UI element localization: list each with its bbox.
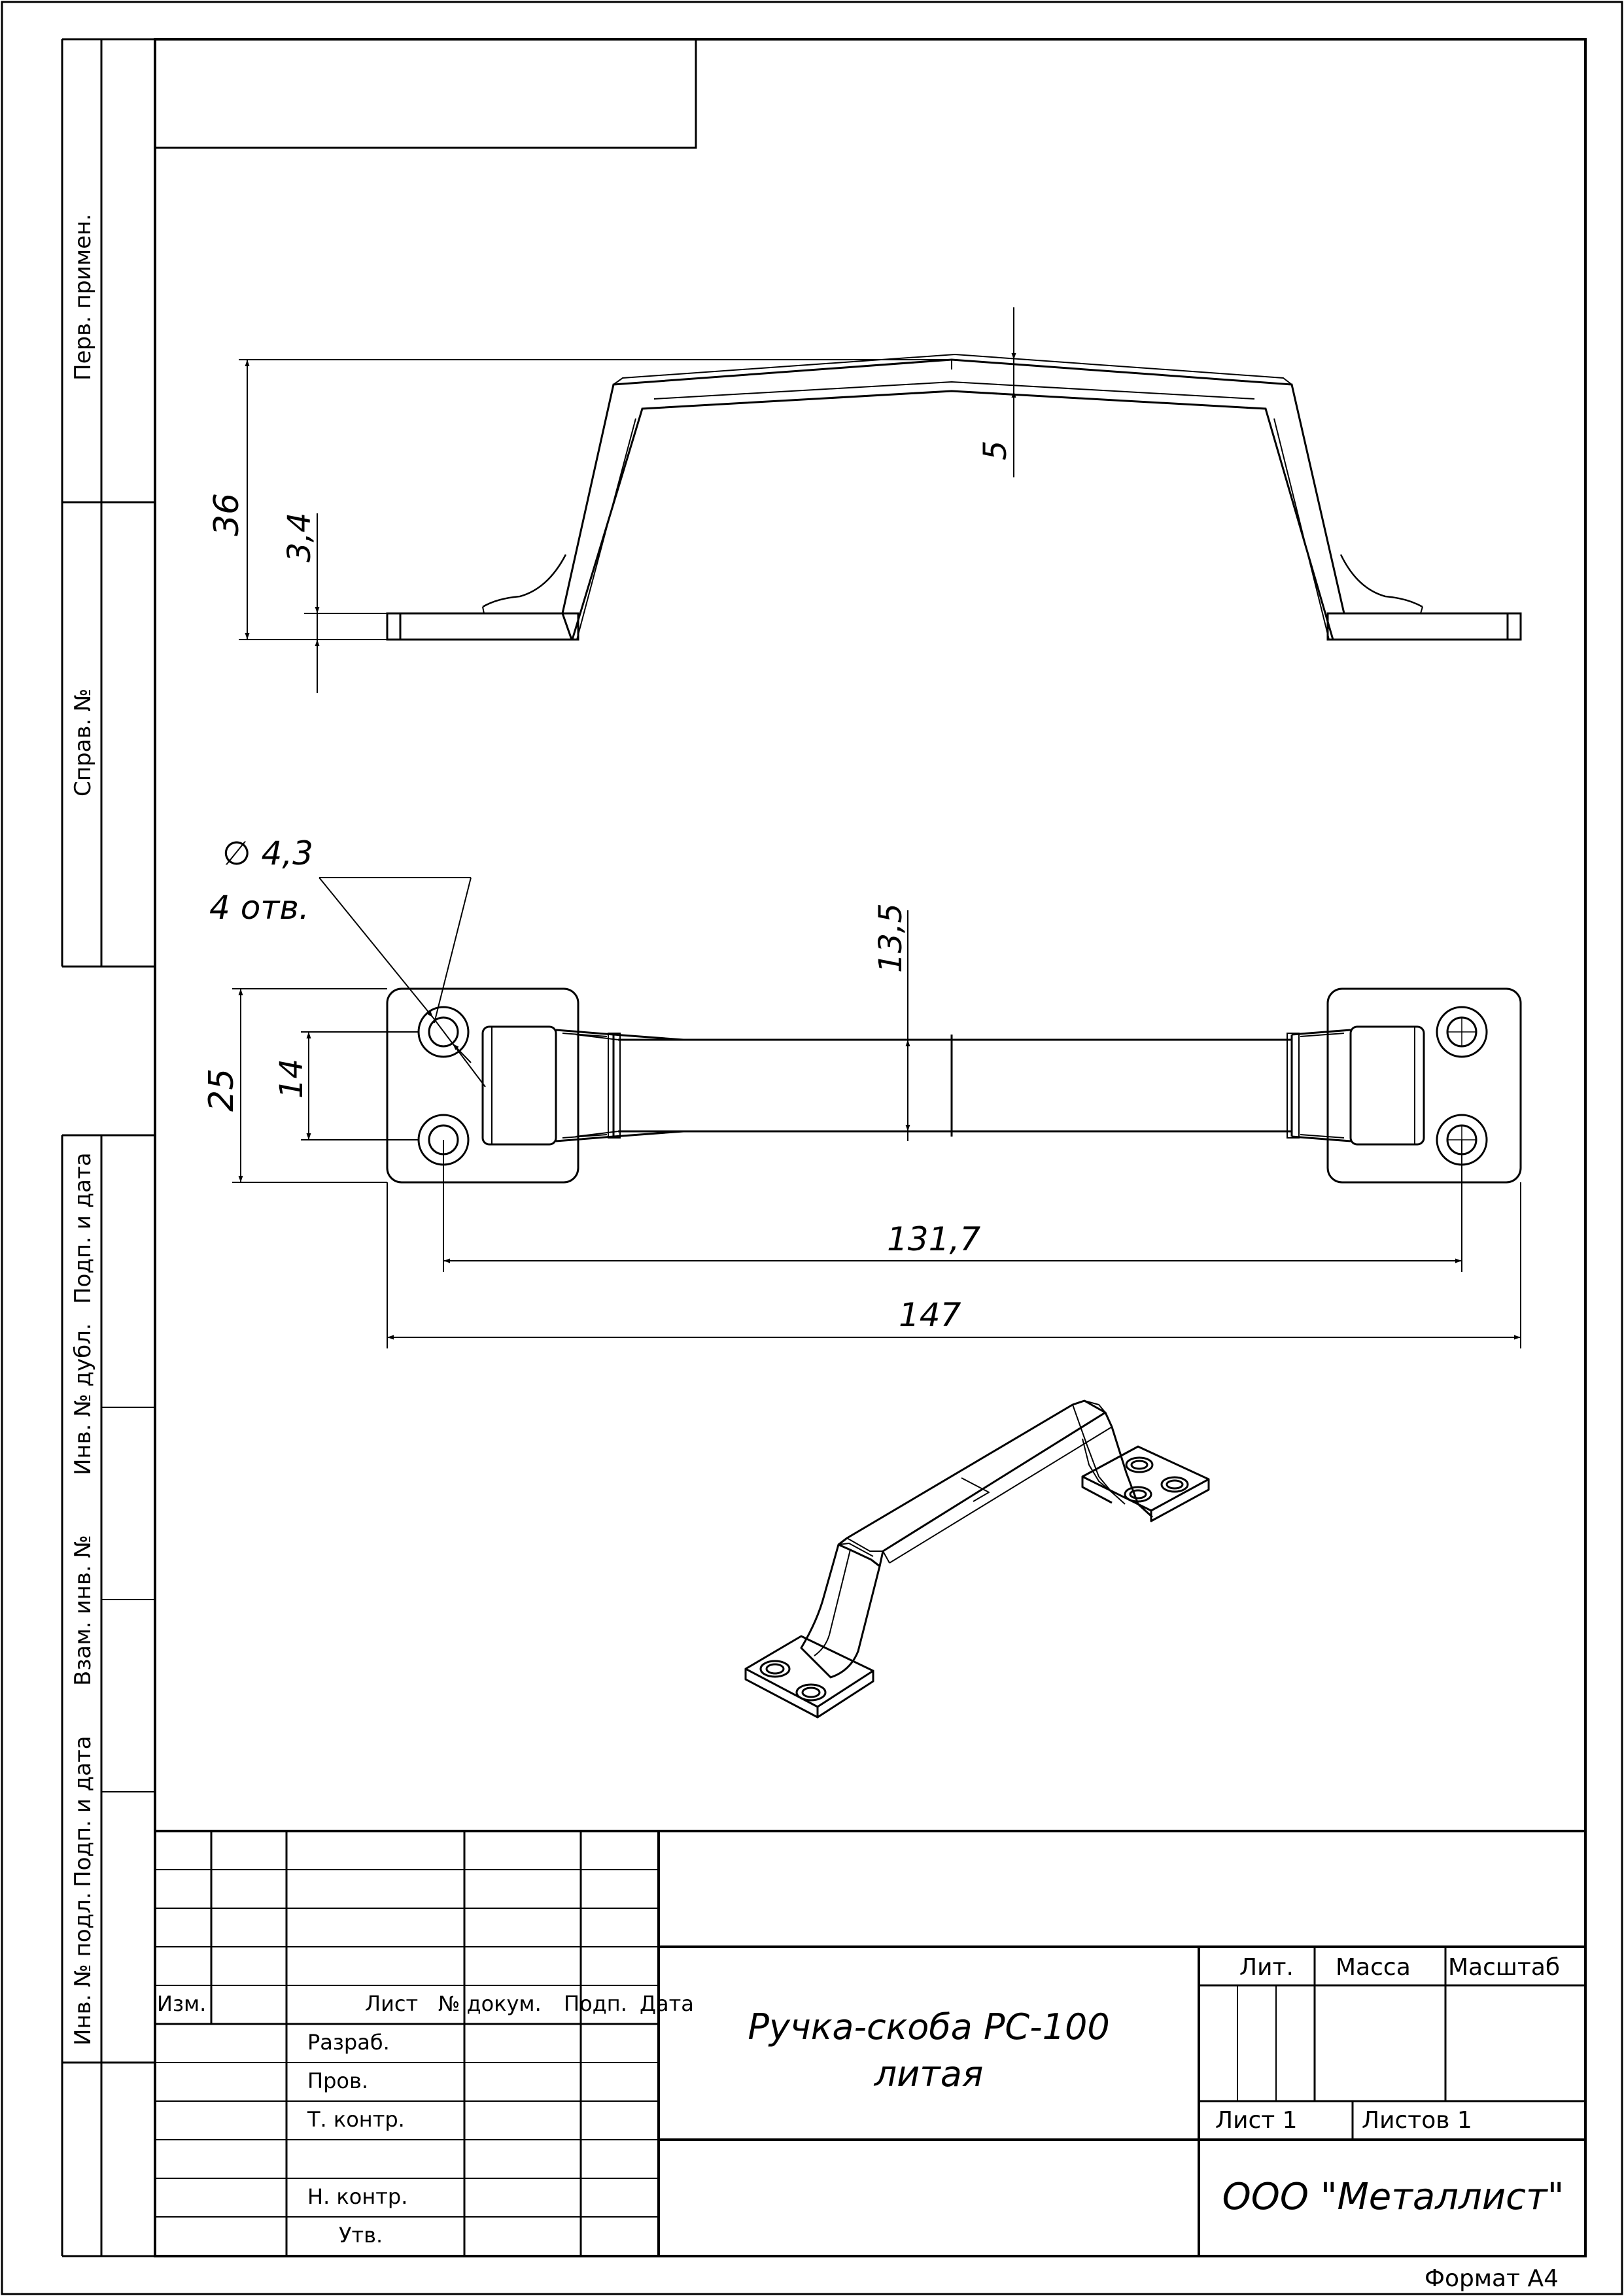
strip-podp-data-2: Подп. и дата [70, 1736, 96, 1887]
front-view-dimensions: 36 3,4 5 [207, 307, 1016, 693]
dim-height-36: 36 [207, 493, 247, 536]
dim-thickness-3-4: 3,4 [281, 513, 318, 562]
tb-massa: Масса [1336, 1954, 1411, 1981]
front-view [386, 353, 1522, 641]
top-view [386, 987, 1522, 1184]
strip-perv-primen: Перв. примен. [70, 214, 96, 381]
dim-base-width: 25 [202, 1069, 241, 1112]
tb-utv: Утв. [339, 2223, 383, 2248]
tb-t-kontr: Т. контр. [307, 2107, 405, 2132]
dim-bar-width: 13,5 [872, 903, 909, 973]
format-label: Формат А4 [1425, 2265, 1559, 2292]
tb-razrab: Разраб. [307, 2030, 390, 2055]
dim-hole-count: 4 отв. [209, 889, 309, 927]
tb-sheet: Лист 1 [1215, 2107, 1298, 2134]
dim-bar-5: 5 [977, 440, 1014, 460]
strip-inv-no-dubl: Инв. № дубл. [70, 1323, 96, 1475]
tb-n-kontr: Н. контр. [307, 2184, 407, 2209]
title-block: Изм. Лист № докум. Подп. Дата Разраб. Пр… [155, 1830, 1585, 2256]
strip-sprav-no: Справ. № [70, 689, 96, 797]
tb-prov: Пров. [307, 2068, 368, 2093]
dim-hole-centers: 131,7 [887, 1220, 980, 1258]
isometric-view [744, 1399, 1210, 1719]
tb-col-podp: Подп. [564, 1991, 627, 2016]
dim-hole-spacing: 14 [273, 1059, 310, 1099]
tb-company: ООО "Металлист" [1222, 2176, 1564, 2218]
top-view-dimensions: ∅ 4,3 4 отв. 13,5 25 14 131,7 147 [202, 834, 1521, 1348]
tb-masshtab: Масштаб [1448, 1954, 1560, 1981]
tb-col-data: Дата [640, 1991, 694, 2016]
strip-podp-data-1: Подп. и дата [70, 1152, 96, 1304]
left-side-strip: Перв. примен. Справ. № Подп. и дата Инв.… [61, 38, 155, 2257]
tb-col-list: Лист [365, 1991, 418, 2016]
top-left-box [154, 38, 697, 149]
tb-col-dokum: № докум. [438, 1991, 542, 2016]
tb-title-line1: Ручка-скоба РС-100 [748, 2006, 1109, 2048]
tb-title-line2: литая [874, 2053, 984, 2095]
strip-vzam-inv-no: Взам. инв. № [70, 1535, 96, 1686]
drawing-frame [154, 38, 1587, 2257]
dim-overall-length: 147 [899, 1296, 961, 1334]
tb-col-izm: Изм. [157, 1991, 206, 2016]
strip-inv-no-podl: Инв. № подл. [70, 1892, 96, 2046]
dim-hole-diameter: ∅ 4,3 [222, 834, 313, 872]
tb-sheets: Листов 1 [1362, 2107, 1472, 2134]
tb-lit: Лит. [1239, 1954, 1294, 1981]
